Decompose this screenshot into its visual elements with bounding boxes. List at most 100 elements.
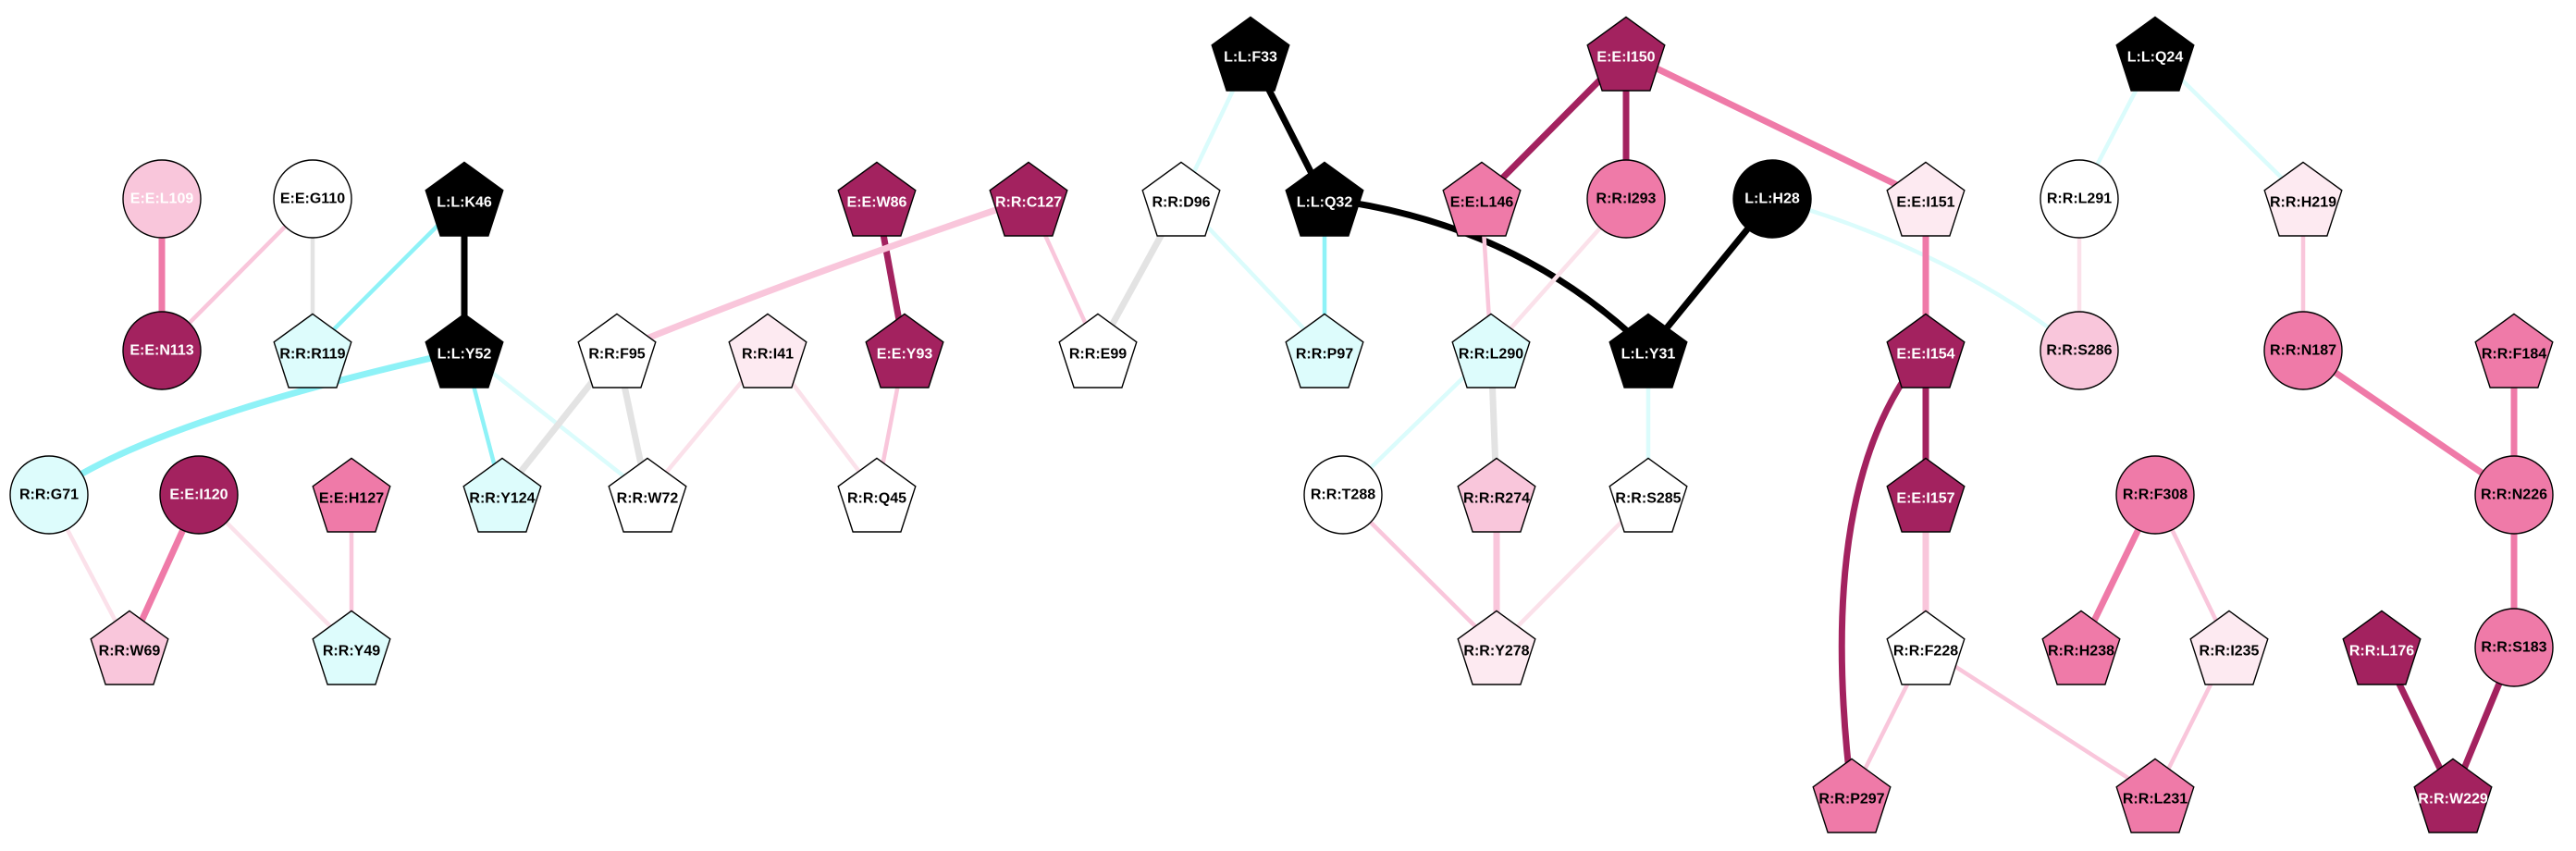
node-label: E:E:I151 (1896, 195, 1954, 211)
node-label: R:R:L231 (2123, 792, 2188, 808)
node-label: R:R:Q45 (847, 491, 906, 507)
pentagon-node-shape (1211, 16, 1290, 92)
node-r-r-r274: R:R:R274 (1457, 457, 1536, 533)
node-label: R:R:Y278 (1463, 644, 1529, 660)
node-label: R:R:I293 (1596, 191, 1657, 207)
node-r-r-f228: R:R:F228 (1886, 610, 1966, 685)
circle-node-shape (273, 159, 352, 239)
node-label: R:R:D96 (1152, 195, 1210, 211)
node-label: R:R:P297 (1818, 792, 1884, 808)
node-label: R:R:L176 (2349, 644, 2414, 660)
node-l-l-k46: L:L:K46 (425, 161, 504, 237)
circle-node-shape (2474, 608, 2554, 687)
node-label: R:R:Y49 (323, 644, 380, 660)
node-e-e-i120: E:E:I120 (159, 455, 239, 535)
pentagon-node-shape (1586, 16, 1666, 92)
edge-l-l-y52-to-r-r-g71 (46, 347, 465, 498)
pentagon-node-shape (1886, 313, 1966, 388)
node-label: R:R:F184 (2482, 347, 2546, 363)
node-r-r-f95: R:R:F95 (577, 313, 657, 388)
circle-node-shape (1303, 455, 1383, 535)
pentagon-node-shape (837, 161, 917, 237)
circle-node-shape (2115, 455, 2195, 535)
pentagon-node-shape (2041, 610, 2121, 685)
node-r-r-l176: R:R:L176 (2342, 610, 2422, 685)
pentagon-node-shape (462, 457, 542, 533)
node-label: L:L:F33 (1224, 50, 1277, 66)
node-r-r-y278: R:R:Y278 (1457, 610, 1536, 685)
node-label: R:R:W72 (617, 491, 679, 507)
node-e-e-h127: E:E:H127 (312, 457, 391, 533)
pentagon-node-shape (312, 610, 391, 685)
node-label: R:R:N187 (2270, 343, 2336, 359)
node-r-r-p297: R:R:P297 (1812, 758, 1892, 833)
node-r-r-i41: R:R:I41 (728, 313, 807, 388)
node-e-e-i157: E:E:I157 (1886, 457, 1966, 533)
node-label: L:L:Y52 (438, 347, 492, 363)
node-r-r-h238: R:R:H238 (2041, 610, 2121, 685)
pentagon-node-shape (1451, 313, 1531, 388)
pentagon-node-shape (577, 313, 657, 388)
pentagon-node-shape (2342, 610, 2422, 685)
node-l-l-y52: L:L:Y52 (425, 313, 504, 388)
pentagon-node-shape (865, 313, 944, 388)
node-r-r-s285: R:R:S285 (1608, 457, 1688, 533)
pentagon-node-shape (1285, 313, 1364, 388)
node-label: R:R:R274 (1463, 491, 1530, 507)
circle-node-shape (9, 455, 89, 535)
node-r-r-i235: R:R:I235 (2189, 610, 2269, 685)
pentagon-node-shape (1608, 457, 1688, 533)
node-label: R:R:E99 (1069, 347, 1127, 363)
node-label: L:L:H28 (1744, 191, 1800, 207)
node-label: R:R:S285 (1615, 491, 1681, 507)
pentagon-node-shape (1457, 610, 1536, 685)
node-label: R:R:P97 (1296, 347, 1353, 363)
node-e-e-i150: E:E:I150 (1586, 16, 1666, 92)
node-label: E:E:I120 (169, 487, 228, 503)
node-label: R:R:N226 (2481, 487, 2547, 503)
node-r-r-i293: R:R:I293 (1586, 159, 1666, 239)
circle-node-shape (122, 311, 202, 390)
node-label: E:E:N113 (129, 343, 193, 359)
node-r-r-w72: R:R:W72 (608, 457, 687, 533)
pentagon-node-shape (1886, 457, 1966, 533)
pentagon-node-shape (2413, 758, 2493, 833)
node-label: L:L:Y31 (1621, 347, 1676, 363)
node-e-e-n113: E:E:N113 (122, 311, 202, 390)
circle-node-shape (1732, 159, 1812, 239)
node-l-l-q24: L:L:Q24 (2115, 16, 2195, 92)
pentagon-node-shape (425, 313, 504, 388)
pentagon-node-shape (1812, 758, 1892, 833)
node-label: E:E:I157 (1896, 491, 1954, 507)
node-e-e-i151: E:E:I151 (1886, 161, 1966, 237)
node-label: E:E:L146 (1450, 195, 1514, 211)
circle-node-shape (2040, 159, 2119, 239)
pentagon-node-shape (2474, 313, 2554, 388)
pentagon-node-shape (1886, 610, 1966, 685)
node-label: R:R:G71 (19, 487, 79, 503)
node-e-e-y93: E:E:Y93 (865, 313, 944, 388)
node-r-r-w229: R:R:W229 (2413, 758, 2493, 833)
node-r-r-f184: R:R:F184 (2474, 313, 2554, 388)
pentagon-node-shape (312, 457, 391, 533)
node-label: E:E:I154 (1896, 347, 1954, 363)
pentagon-node-shape (425, 161, 504, 237)
node-label: R:R:W69 (99, 644, 161, 660)
node-e-e-l109: E:E:L109 (122, 159, 202, 239)
pentagon-node-shape (837, 457, 917, 533)
circle-node-shape (2474, 455, 2554, 535)
node-label: R:R:C127 (995, 195, 1062, 211)
node-label: R:R:L290 (1459, 347, 1523, 363)
pentagon-node-shape (273, 313, 352, 388)
node-l-l-y31: L:L:Y31 (1608, 313, 1688, 388)
node-label: R:R:T288 (1311, 487, 1375, 503)
node-r-r-s183: R:R:S183 (2474, 608, 2554, 687)
node-label: R:R:H219 (2270, 195, 2336, 211)
node-label: R:R:F308 (2123, 487, 2188, 503)
pentagon-node-shape (728, 313, 807, 388)
pentagon-node-shape (608, 457, 687, 533)
circle-node-shape (122, 159, 202, 239)
node-r-r-y49: R:R:Y49 (312, 610, 391, 685)
